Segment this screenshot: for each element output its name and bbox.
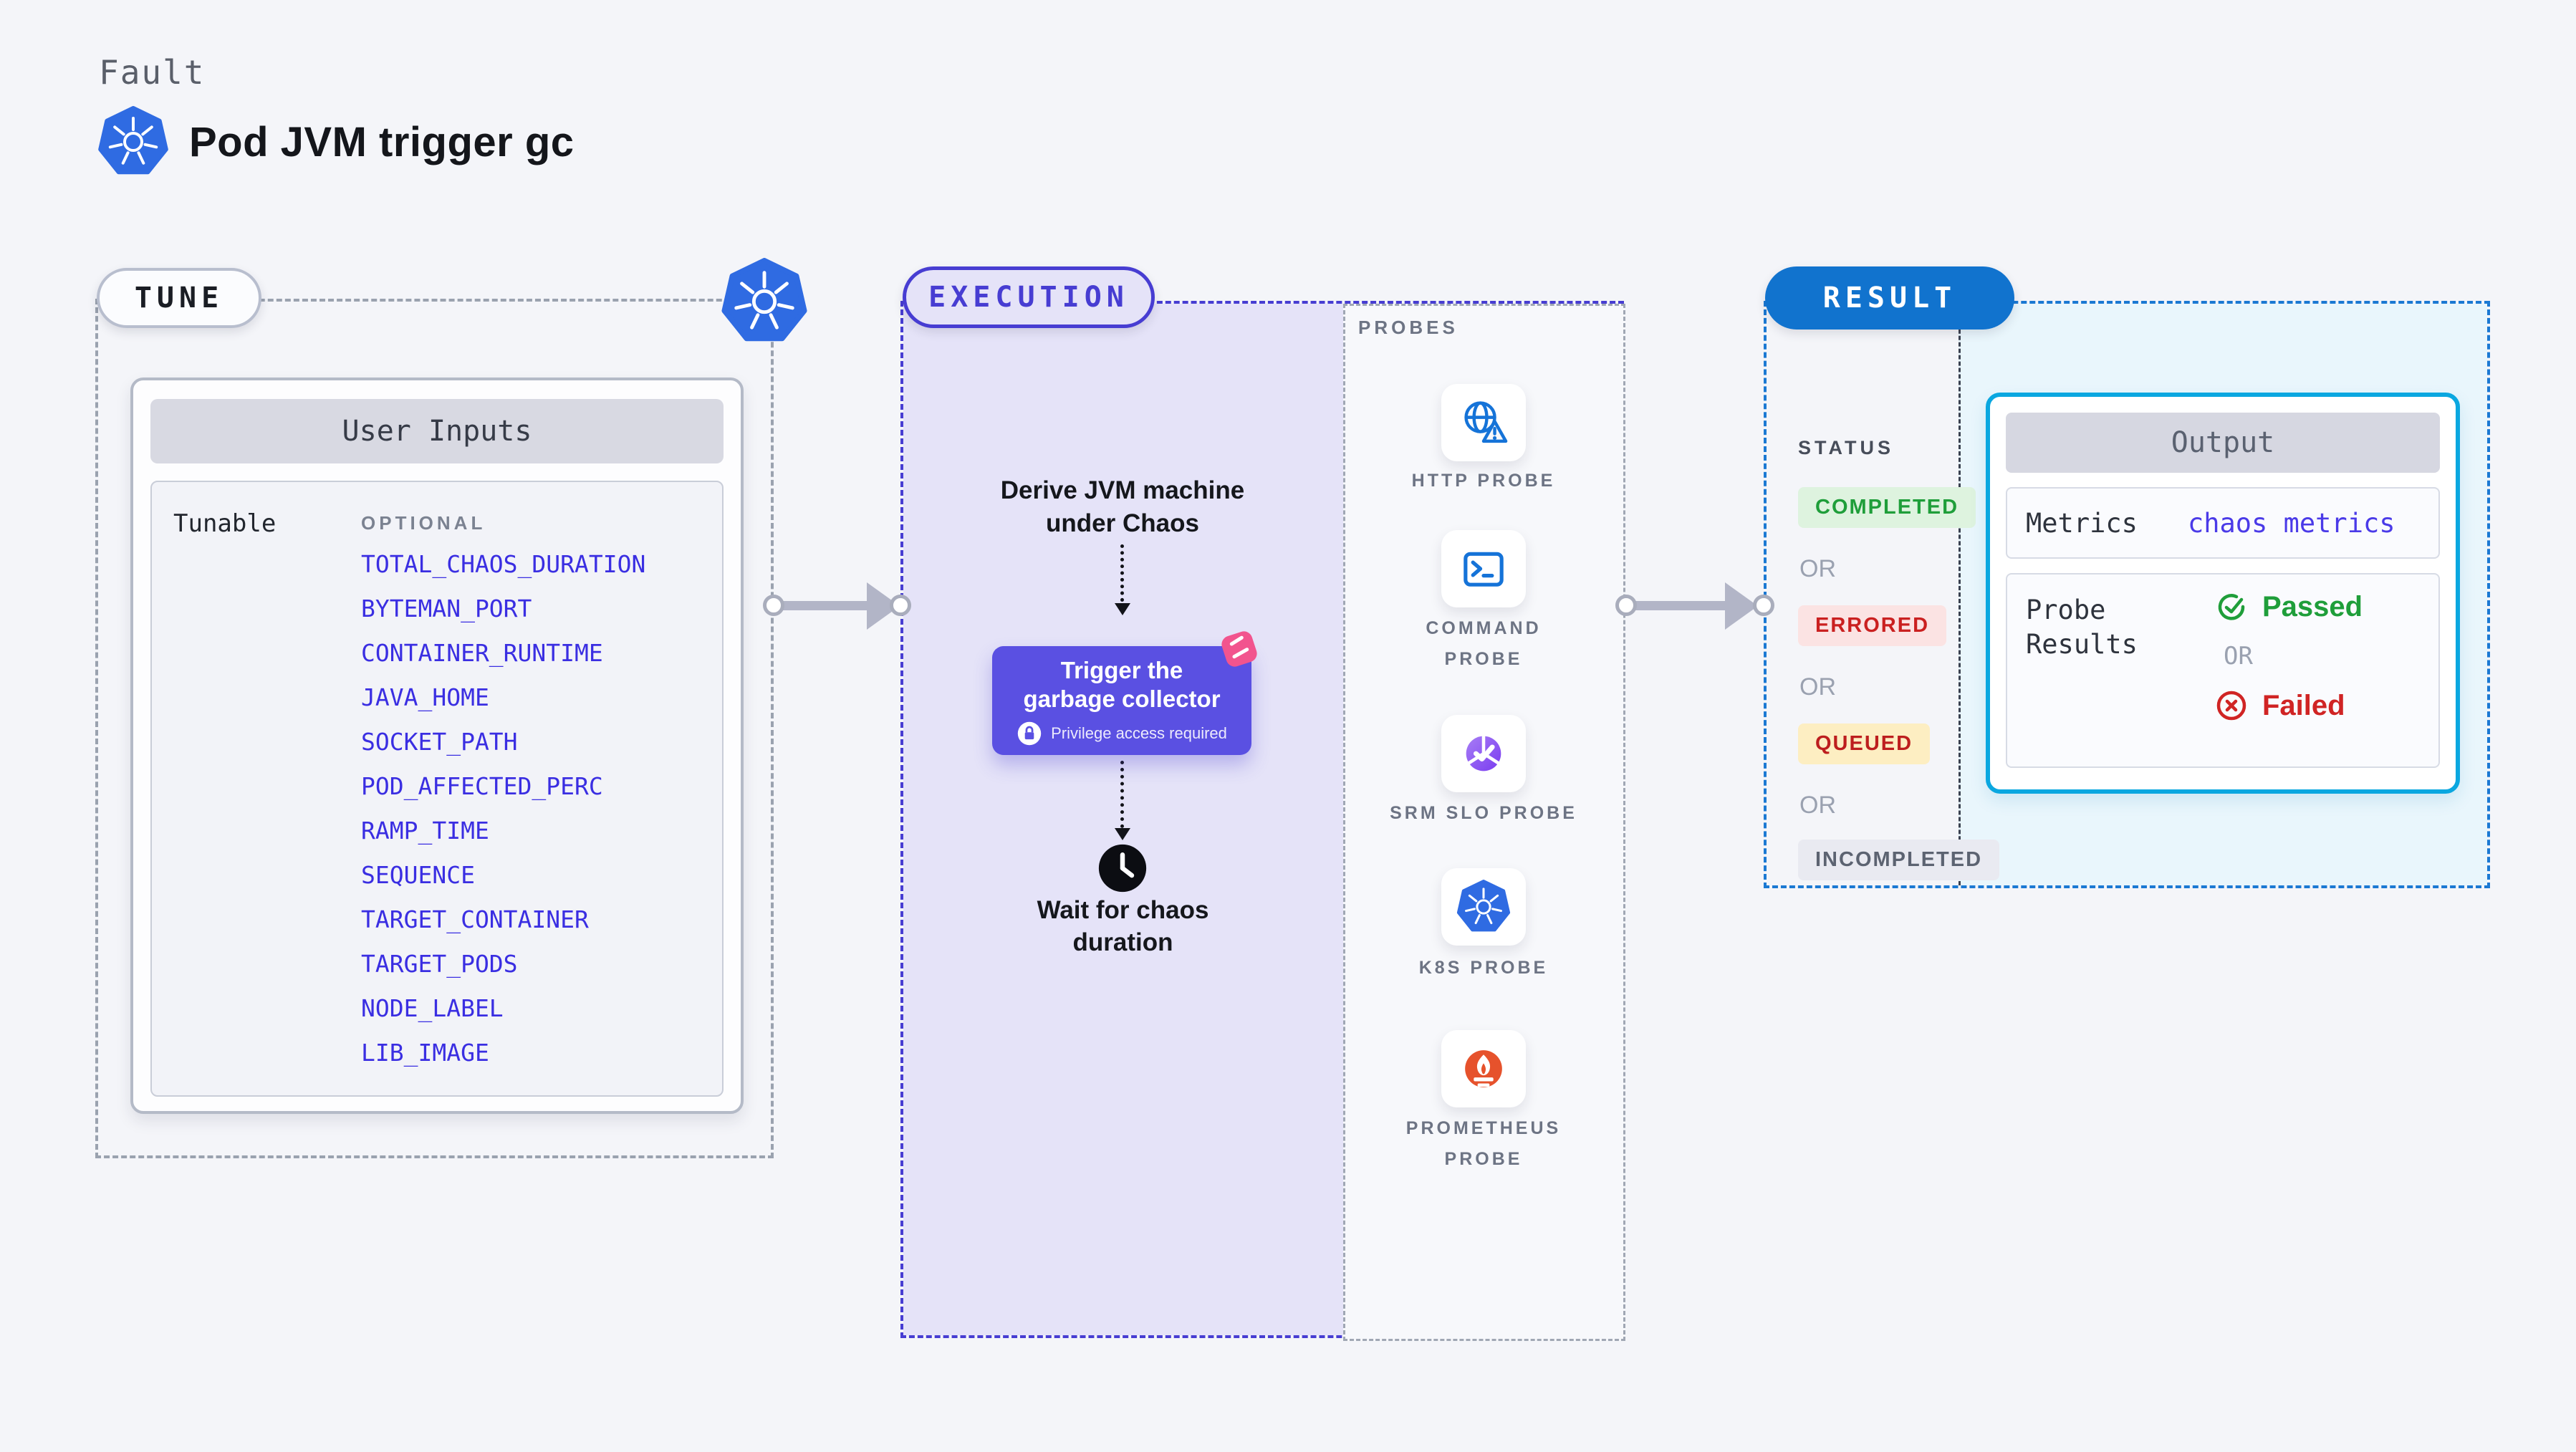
globe-alert-icon xyxy=(1464,401,1508,443)
tunable-group-label: Tunable xyxy=(173,509,277,538)
or-separator: OR xyxy=(1799,673,1836,701)
or-separator: OR xyxy=(2224,642,2253,670)
clock-icon xyxy=(1098,844,1147,893)
status-badge-completed: COMPLETED xyxy=(1798,487,1976,528)
prometheus-probe-card xyxy=(1441,1030,1526,1107)
tunable-item: CONTAINER_RUNTIME xyxy=(361,639,603,667)
passed-row: Passed xyxy=(2214,589,2363,625)
privilege-note: Privilege access required xyxy=(1051,724,1227,742)
tunable-item: BYTEMAN_PORT xyxy=(361,595,532,622)
probe-results-verdicts: Passed OR Failed xyxy=(2214,589,2363,723)
http-probe-card xyxy=(1441,384,1526,461)
user-inputs-card: User Inputs Tunable OPTIONAL TOTAL_CHAOS… xyxy=(130,378,744,1114)
status-badge-incompleted: INCOMPLETED xyxy=(1798,840,2000,880)
prometheus-flame-icon xyxy=(1465,1050,1502,1087)
http-probe-label: HTTP PROBE xyxy=(1411,471,1556,491)
or-separator: OR xyxy=(1799,792,1836,819)
fault-kind-label: Fault xyxy=(99,53,206,92)
tune-badge: TUNE xyxy=(97,268,261,328)
probe-results-row: Probe Results Passed OR Failed xyxy=(2006,573,2440,768)
tunables-list: TOTAL_CHAOS_DURATION BYTEMAN_PORT CONTAI… xyxy=(361,542,645,1075)
metrics-label: Metrics xyxy=(2026,507,2138,539)
command-probe-label: COMMAND PROBE xyxy=(1426,618,1542,669)
tune-to-execution-arrow xyxy=(772,601,868,610)
connector-dot-icon xyxy=(763,595,784,616)
status-badge-errored: ERRORED xyxy=(1798,605,1947,646)
tunable-item: POD_AFFECTED_PERC xyxy=(361,772,603,800)
trigger-gc-step-card: Trigger the garbage collector Privilege … xyxy=(992,646,1251,755)
tunable-item: SEQUENCE xyxy=(361,861,475,889)
tunable-item: RAMP_TIME xyxy=(361,817,489,845)
trigger-gc-title: Trigger the garbage collector xyxy=(1023,657,1221,712)
output-title: Output xyxy=(2006,413,2440,473)
execution-section-box xyxy=(900,301,1624,1338)
slo-check-icon xyxy=(1466,733,1501,771)
connector-dot-icon xyxy=(1753,595,1774,616)
tunable-item: JAVA_HOME xyxy=(361,683,489,711)
tunable-item: TARGET_CONTAINER xyxy=(361,905,589,933)
command-probe-card xyxy=(1441,530,1526,607)
tunable-item: NODE_LABEL xyxy=(361,994,504,1022)
lock-icon xyxy=(1017,721,1042,746)
status-badge-queued: QUEUED xyxy=(1798,723,1931,764)
tunable-item: TOTAL_CHAOS_DURATION xyxy=(361,550,646,578)
wait-duration-label: Wait for chaos duration xyxy=(1037,896,1209,956)
arrow-head-icon xyxy=(1725,582,1758,630)
arrow-head-icon xyxy=(1115,603,1130,615)
tune-section-box xyxy=(95,299,774,1158)
tunable-item: SOCKET_PATH xyxy=(361,728,518,756)
k8s-probe-card xyxy=(1441,868,1526,946)
terminal-icon xyxy=(1464,552,1504,587)
check-circle-icon xyxy=(2218,594,2245,620)
connector-dot-icon xyxy=(1615,595,1637,616)
flow-dotted-line xyxy=(1120,544,1124,602)
kubernetes-icon xyxy=(721,258,808,345)
tunable-item: TARGET_PODS xyxy=(361,950,518,978)
failed-row: Failed xyxy=(2214,688,2363,723)
srm-slo-probe-card xyxy=(1441,715,1526,792)
arrow-head-icon xyxy=(1115,828,1130,840)
optional-column-label: OPTIONAL xyxy=(361,512,486,534)
failed-label: Failed xyxy=(2262,689,2345,721)
page-title: Pod JVM trigger gc xyxy=(189,118,575,165)
passed-label: Passed xyxy=(2262,590,2363,622)
prometheus-probe-label: PROMETHEUS PROBE xyxy=(1405,1118,1562,1169)
srm-slo-probe-label: SRM SLO PROBE xyxy=(1390,803,1577,823)
execution-badge: EXECUTION xyxy=(903,266,1155,328)
x-circle-icon xyxy=(2216,691,2246,721)
kubernetes-icon xyxy=(97,106,169,178)
chaos-scenario-icon xyxy=(1221,631,1257,667)
flow-dotted-line xyxy=(1120,761,1124,828)
privilege-row: Privilege access required xyxy=(1017,721,1227,746)
output-card: Output Metrics chaos metrics Probe Resul… xyxy=(1986,393,2460,794)
user-inputs-title: User Inputs xyxy=(150,399,724,463)
status-column-label: STATUS xyxy=(1798,437,1894,458)
probes-section-label: PROBES xyxy=(1358,317,1458,338)
kubernetes-icon xyxy=(1456,880,1511,934)
metrics-row: Metrics chaos metrics xyxy=(2006,487,2440,559)
execution-fill xyxy=(903,304,1346,1335)
metrics-value-link: chaos metrics xyxy=(2187,507,2395,539)
or-separator: OR xyxy=(1799,555,1836,582)
tunable-item: LIB_IMAGE xyxy=(361,1039,489,1067)
probe-results-label: Probe Results xyxy=(2026,595,2138,660)
user-inputs-body: Tunable OPTIONAL TOTAL_CHAOS_DURATION BY… xyxy=(150,481,724,1097)
result-badge: RESULT xyxy=(1765,266,2014,330)
page-title-row: Pod JVM trigger gc xyxy=(97,106,575,178)
probes-section-box xyxy=(1343,304,1625,1341)
wait-step xyxy=(1097,842,1148,894)
connector-dot-icon xyxy=(890,595,911,616)
k8s-probe-label: K8S PROBE xyxy=(1418,958,1549,978)
execution-to-result-arrow xyxy=(1625,601,1726,610)
derive-jvm-label: Derive JVM machine under Chaos xyxy=(1000,476,1245,537)
